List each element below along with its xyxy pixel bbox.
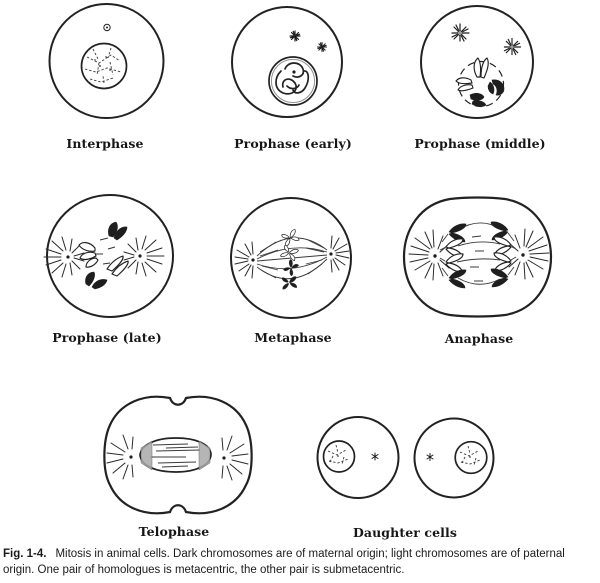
panel-label-telophase: Telophase bbox=[138, 524, 210, 539]
chromatin-network bbox=[459, 445, 481, 466]
centriole-icon bbox=[103, 23, 111, 32]
caption-text: Mitosis in animal cells. Dark chromosome… bbox=[3, 548, 565, 577]
interphase-diagram bbox=[48, 3, 165, 119]
chromosome-light bbox=[445, 253, 464, 273]
cell-membrane bbox=[402, 196, 553, 318]
spindle-pole-icon bbox=[329, 235, 350, 273]
chromosome-light bbox=[493, 252, 512, 272]
chromatin-speck bbox=[337, 455, 339, 457]
chromosome-dark bbox=[469, 92, 487, 107]
daughter-cells-diagram bbox=[316, 416, 495, 499]
aster-icon bbox=[289, 30, 301, 42]
chromatin-network bbox=[84, 47, 122, 84]
chromosome-light bbox=[280, 244, 299, 261]
panel-label-metaphase: Metaphase bbox=[254, 330, 332, 345]
chromosome-dark bbox=[490, 268, 509, 288]
cell-membrane bbox=[413, 417, 495, 499]
panel-label-prophase-early: Prophase (early) bbox=[234, 136, 352, 151]
chromosome-mass-left bbox=[140, 440, 153, 471]
midbody-fiber-lines bbox=[150, 443, 201, 468]
cell-membrane bbox=[48, 3, 165, 119]
aster-icon bbox=[221, 435, 249, 481]
chromosome-dark bbox=[108, 221, 128, 241]
chromosome-dark bbox=[448, 269, 467, 289]
chromosome-light bbox=[473, 57, 489, 79]
nucleus bbox=[454, 440, 488, 475]
aster-icon bbox=[451, 23, 470, 42]
centriole-icon bbox=[371, 452, 379, 461]
centriole-icon bbox=[426, 453, 434, 461]
aster-icon bbox=[316, 41, 328, 53]
spindle-pole-icon bbox=[234, 241, 255, 279]
cell-membrane-with-cleavage-furrow bbox=[103, 395, 253, 515]
cell-membrane bbox=[420, 5, 534, 119]
aster-icon bbox=[503, 37, 522, 56]
chromosome-light bbox=[106, 255, 129, 277]
nuclear-envelope-fragments bbox=[96, 237, 116, 265]
midbody-spindle bbox=[139, 437, 212, 473]
condensing-chromosomes bbox=[275, 62, 310, 95]
panel-label-daughter-cells: Daughter cells bbox=[352, 525, 458, 540]
chromatin-network bbox=[327, 444, 349, 465]
chromosome-light bbox=[78, 242, 99, 268]
spindle-fibers bbox=[256, 237, 328, 280]
chromosome-dark bbox=[85, 271, 108, 290]
prophase-middle-diagram bbox=[420, 5, 534, 119]
metaphase-diagram bbox=[230, 197, 352, 319]
chromatin-speck bbox=[469, 456, 471, 458]
chromosome-dark bbox=[283, 259, 299, 277]
chromosome-mass-right bbox=[198, 440, 211, 471]
panel-label-interphase: Interphase bbox=[66, 136, 144, 151]
aster-icon bbox=[43, 236, 85, 278]
cell-membrane bbox=[316, 416, 400, 499]
chromosome-dark bbox=[282, 276, 297, 290]
figure-caption: Fig. 1-4.Mitosis in animal cells. Dark c… bbox=[3, 546, 597, 579]
cell-membrane bbox=[231, 6, 343, 118]
caption-figure-number: Fig. 1-4. bbox=[3, 548, 47, 560]
chromatin-specks bbox=[94, 56, 111, 71]
aster-icon bbox=[123, 235, 165, 277]
nucleus bbox=[322, 440, 356, 473]
chromosome-light bbox=[455, 77, 474, 92]
panel-label-prophase-middle: Prophase (middle) bbox=[414, 136, 546, 151]
telophase-diagram bbox=[103, 395, 253, 515]
aster-icon bbox=[508, 228, 550, 280]
cell-membrane bbox=[46, 194, 174, 318]
nucleus bbox=[80, 42, 128, 90]
prophase-late-diagram bbox=[43, 194, 174, 318]
chromosome-light bbox=[281, 229, 300, 247]
prophase-early-diagram bbox=[231, 6, 343, 118]
panel-label-anaphase: Anaphase bbox=[444, 331, 514, 346]
nucleolus-dot bbox=[292, 70, 296, 74]
chromosome-dark bbox=[487, 79, 505, 96]
nucleus bbox=[268, 56, 318, 106]
anaphase-diagram bbox=[402, 196, 553, 318]
aster-icon bbox=[408, 229, 450, 281]
cell-membrane bbox=[230, 197, 352, 319]
panel-label-prophase-late: Prophase (late) bbox=[52, 330, 162, 345]
aster-icon bbox=[106, 434, 134, 480]
